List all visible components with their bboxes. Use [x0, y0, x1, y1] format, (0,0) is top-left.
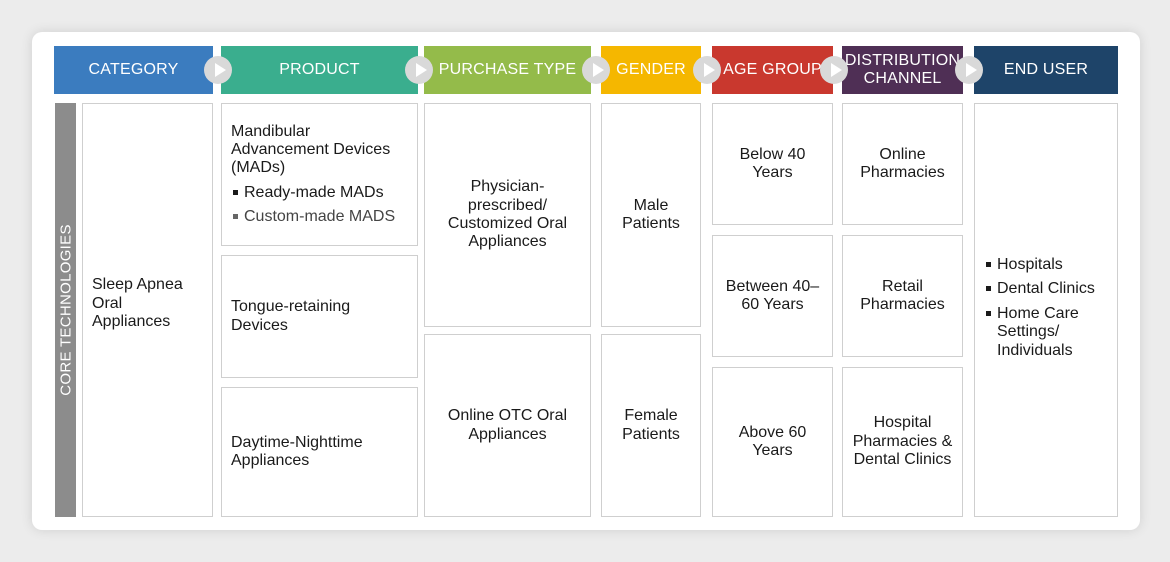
distribution-cell-online: Online Pharmacies — [842, 103, 963, 225]
side-label: CORE TECHNOLOGIES — [57, 224, 74, 396]
mads-title: Mandibular Advancement Devices (MADs) — [231, 122, 391, 177]
header-distribution-channel: DISTRIBUTION CHANNEL — [842, 46, 963, 94]
arrow-right-icon — [405, 56, 433, 84]
bullet-square-icon — [986, 310, 991, 316]
purchase-cell-otc: Online OTC Oral Appliances — [424, 334, 591, 517]
end-user-item: Dental Clinics — [984, 280, 1108, 298]
mads-sub-item: Ready-made MADs — [231, 184, 408, 202]
end-user-cell: Hospitals Dental Clinics Home Care Setti… — [974, 103, 1118, 517]
side-label-bar: CORE TECHNOLOGIES — [55, 103, 76, 517]
header-product: PRODUCT — [221, 46, 418, 94]
arrow-right-icon — [820, 56, 848, 84]
header-gender: GENDER — [601, 46, 701, 94]
bullet-square-icon — [233, 214, 238, 220]
end-user-item: Hospitals — [984, 256, 1108, 274]
arrow-right-icon — [955, 56, 983, 84]
age-cell-between: Between 40–60 Years — [712, 235, 833, 357]
bullet-square-icon — [986, 286, 991, 292]
age-cell-below-40: Below 40 Years — [712, 103, 833, 225]
bullet-square-icon — [233, 189, 238, 195]
header-category: CATEGORY — [54, 46, 213, 94]
arrow-right-icon — [582, 56, 610, 84]
arrow-right-icon — [693, 56, 721, 84]
header-age-group: AGE GROUP — [712, 46, 833, 94]
category-cell: Sleep Apnea Oral Appliances — [82, 103, 213, 517]
gender-cell-male: Male Patients — [601, 103, 701, 327]
purchase-cell-physician: Physician-prescribed/ Customized Oral Ap… — [424, 103, 591, 327]
product-cell-tongue: Tongue-retaining Devices — [221, 255, 418, 378]
age-cell-above-60: Above 60 Years — [712, 367, 833, 517]
distribution-cell-retail: Retail Pharmacies — [842, 235, 963, 357]
mads-sub-item: Custom-made MADS — [231, 208, 408, 226]
product-cell-mads: Mandibular Advancement Devices (MADs) Re… — [221, 103, 418, 246]
distribution-cell-hospital: Hospital Pharmacies & Dental Clinics — [842, 367, 963, 517]
arrow-right-icon — [204, 56, 232, 84]
end-user-item: Home Care Settings/ Individuals — [984, 305, 1108, 360]
gender-cell-female: Female Patients — [601, 334, 701, 517]
header-end-user: END USER — [974, 46, 1118, 94]
product-cell-daytime: Daytime-Nighttime Appliances — [221, 387, 418, 517]
category-item: Sleep Apnea Oral Appliances — [92, 276, 183, 331]
bullet-square-icon — [986, 262, 991, 268]
header-purchase-type: PURCHASE TYPE — [424, 46, 591, 94]
